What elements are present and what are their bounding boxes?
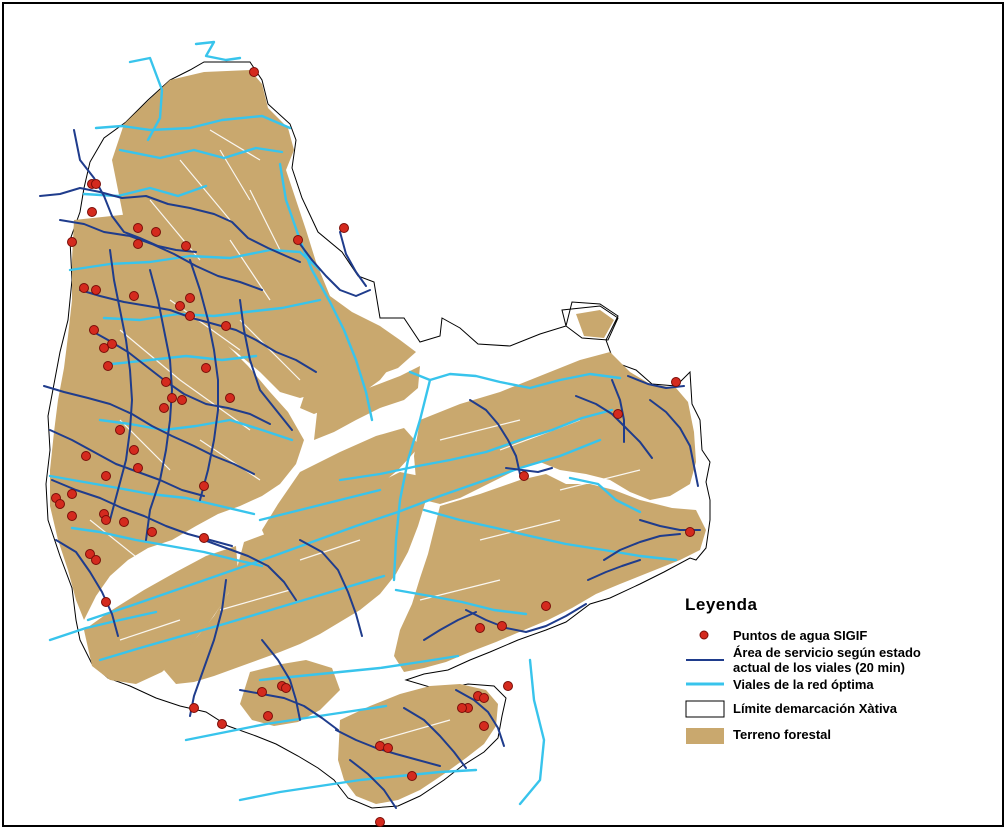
legend-label-line1: Área de servicio según estado <box>733 645 921 660</box>
water-point <box>519 471 529 481</box>
water-point <box>115 425 125 435</box>
water-points <box>51 67 695 827</box>
water-point <box>107 339 117 349</box>
optimal-roads <box>48 40 678 806</box>
water-point <box>199 533 209 543</box>
legend-label: Límite demarcación Xàtiva <box>733 701 898 716</box>
legend-boundary-box-symbol <box>685 700 725 718</box>
water-point <box>185 311 195 321</box>
water-point <box>101 515 111 525</box>
legend-label: Puntos de agua SIGIF <box>733 628 868 643</box>
water-point <box>133 239 143 249</box>
water-point <box>457 703 467 713</box>
legend-item-forest: Terreno forestal <box>685 727 995 751</box>
water-point <box>225 393 235 403</box>
water-point <box>479 721 489 731</box>
water-point <box>133 223 143 233</box>
water-point <box>383 743 393 753</box>
legend-title: Leyenda <box>685 595 758 614</box>
water-point <box>221 321 231 331</box>
water-point <box>161 377 171 387</box>
water-point <box>119 517 129 527</box>
legend-label: Viales de la red óptima <box>733 677 874 692</box>
water-point <box>257 687 267 697</box>
water-point <box>189 703 199 713</box>
water-point <box>217 719 227 729</box>
legend-item-service-area: Área de servicio según estado actual de … <box>685 645 995 679</box>
water-point <box>103 361 113 371</box>
legend-label-line2: actual de los viales (20 min) <box>733 660 905 675</box>
water-point <box>407 771 417 781</box>
water-point <box>175 301 185 311</box>
service-area-network <box>39 129 701 809</box>
water-point <box>91 555 101 565</box>
water-point <box>67 489 77 499</box>
legend-item-water-points: Puntos de agua SIGIF <box>685 627 995 651</box>
water-point <box>497 621 507 631</box>
water-point <box>263 711 273 721</box>
water-point <box>541 601 551 611</box>
water-point <box>101 597 111 607</box>
legend-item-optimal-roads: Viales de la red óptima <box>685 677 995 701</box>
water-point <box>185 293 195 303</box>
water-point <box>199 481 209 491</box>
water-point <box>89 325 99 335</box>
water-point <box>129 445 139 455</box>
water-point <box>475 623 485 633</box>
water-point <box>293 235 303 245</box>
water-point <box>375 817 385 827</box>
water-point <box>79 283 89 293</box>
water-point <box>55 499 65 509</box>
legend-symbols <box>685 630 725 744</box>
water-point <box>201 363 211 373</box>
water-point <box>159 403 169 413</box>
water-point <box>67 511 77 521</box>
water-point <box>479 693 489 703</box>
water-point <box>101 471 111 481</box>
legend-item-boundary: Límite demarcación Xàtiva <box>685 701 995 725</box>
water-point <box>129 291 139 301</box>
legend-dot-symbol <box>699 630 709 640</box>
water-point <box>99 343 109 353</box>
water-point <box>151 227 161 237</box>
water-point <box>67 237 77 247</box>
water-point <box>685 527 695 537</box>
water-point <box>249 67 259 77</box>
water-point <box>613 409 623 419</box>
legend-forest-box-symbol <box>686 728 724 744</box>
water-point <box>87 207 97 217</box>
water-point <box>167 393 177 403</box>
water-point <box>91 179 101 189</box>
water-point <box>671 377 681 387</box>
water-point <box>133 463 143 473</box>
water-point <box>181 241 191 251</box>
water-point <box>91 285 101 295</box>
water-point <box>503 681 513 691</box>
water-point <box>339 223 349 233</box>
water-point <box>81 451 91 461</box>
water-point <box>85 549 95 559</box>
legend-label: Terreno forestal <box>733 727 832 742</box>
legend: Leyenda Puntos de agua SIGIF Área de ser… <box>685 595 995 742</box>
water-point <box>147 527 157 537</box>
water-point <box>177 395 187 405</box>
water-point <box>281 683 291 693</box>
